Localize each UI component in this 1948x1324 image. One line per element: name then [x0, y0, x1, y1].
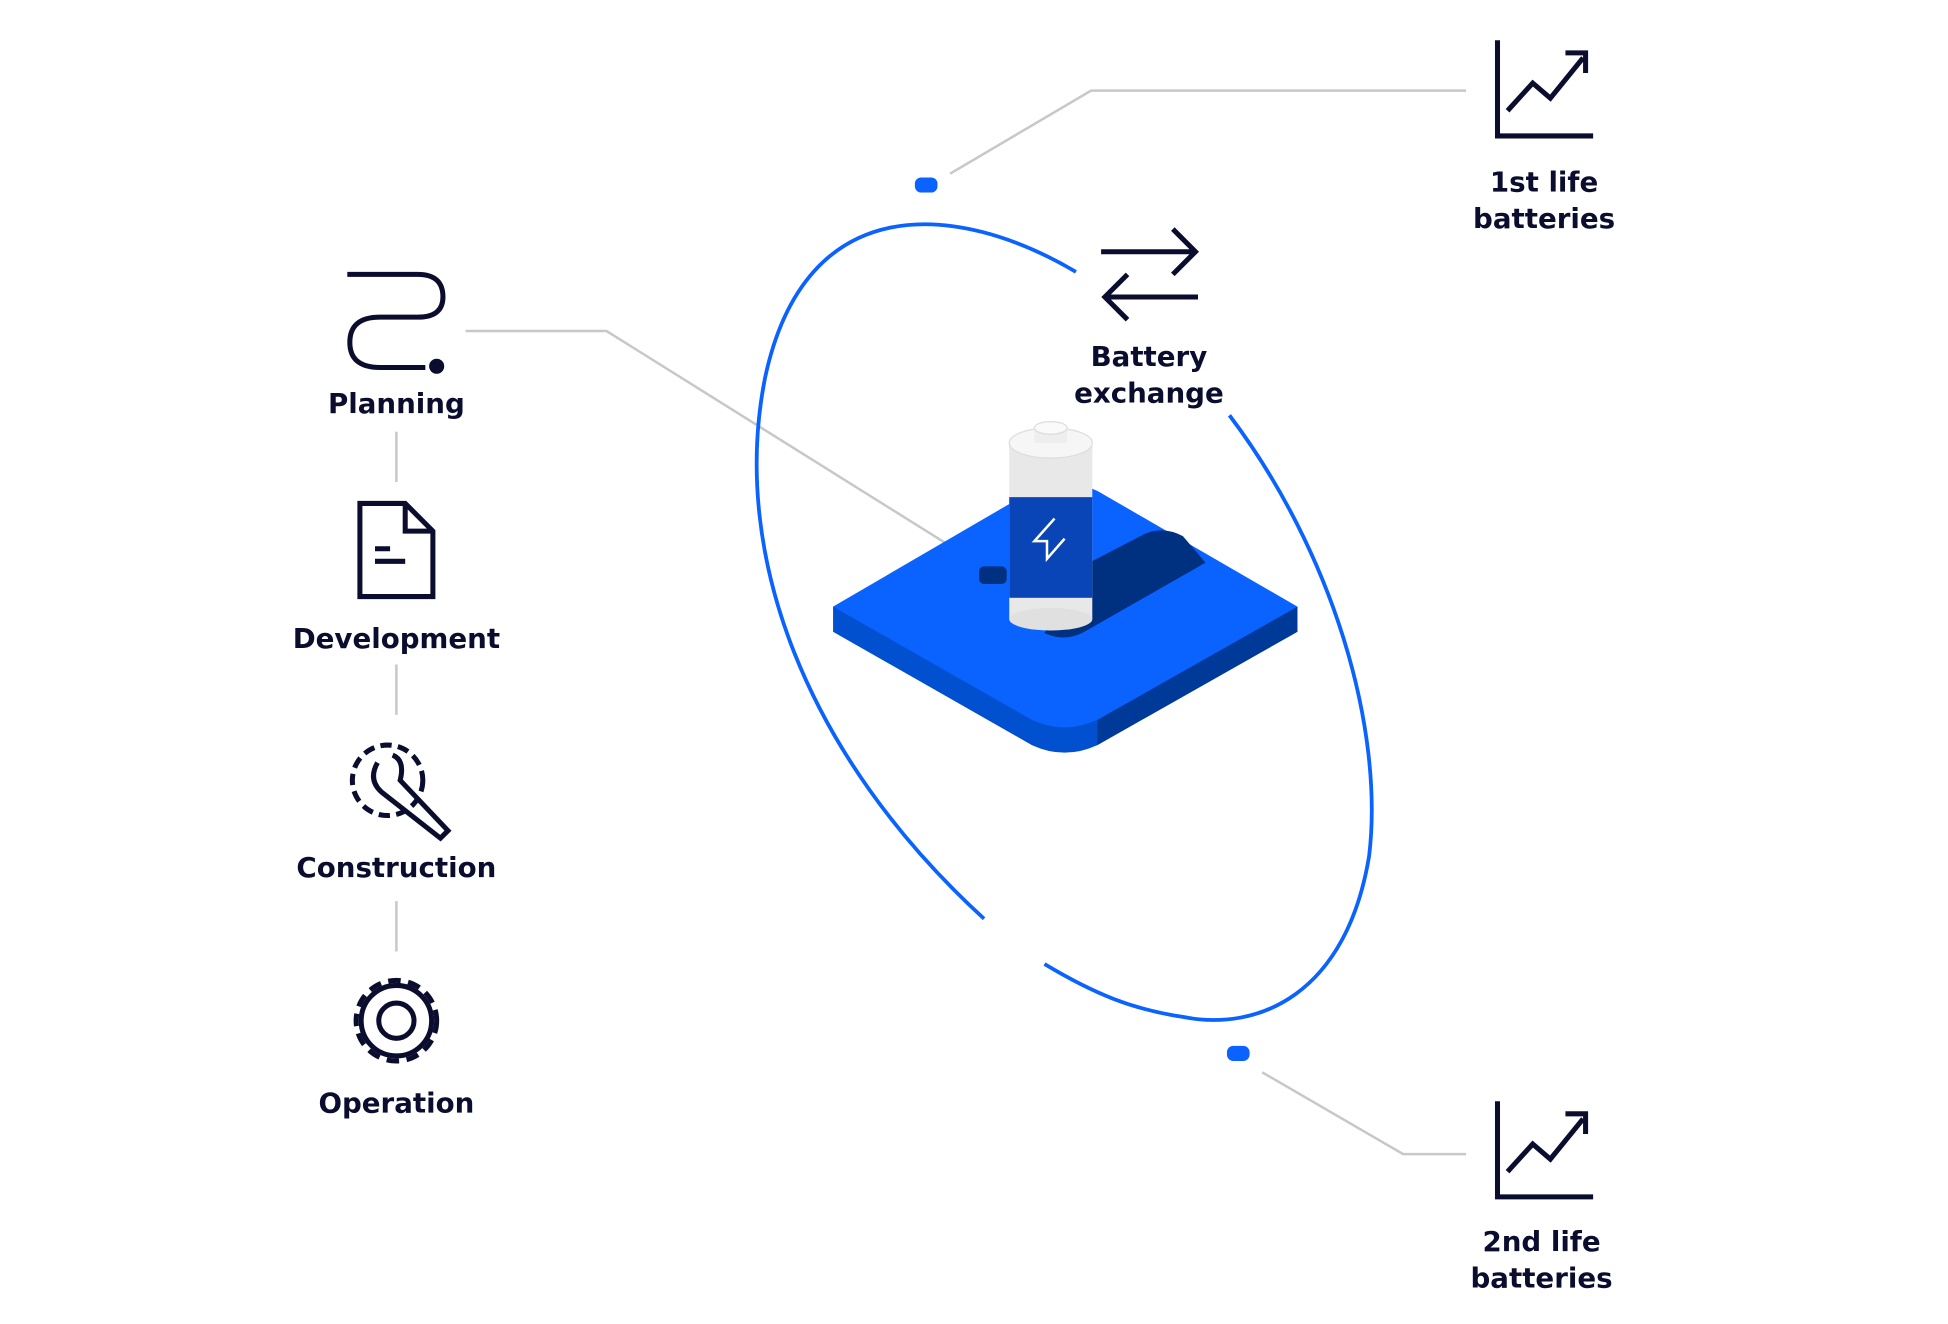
- battery-exchange: Battery exchange: [1074, 227, 1224, 410]
- stage-development: Development: [293, 500, 500, 655]
- stage-label: Operation: [318, 1087, 474, 1120]
- stage-label: Planning: [328, 387, 465, 420]
- orbit-arc-top: [754, 222, 1077, 921]
- gear-icon: [353, 977, 440, 1064]
- connector-first-life: [949, 89, 1467, 175]
- stage-planning: Planning: [328, 271, 465, 420]
- growth-chart-icon: [1494, 40, 1594, 139]
- stage-label: Construction: [296, 851, 496, 884]
- stage-construction: Construction: [296, 742, 496, 884]
- route-icon: [347, 271, 446, 371]
- connector-second-life: [1261, 1071, 1467, 1156]
- first-life-label-line2: batteries: [1473, 202, 1615, 235]
- battery-cell-illustration: [1008, 420, 1093, 631]
- second-life-batteries: 2nd life batteries: [1471, 1101, 1613, 1295]
- document-icon: [357, 500, 436, 600]
- battery-exchange-label-line2: exchange: [1074, 377, 1224, 410]
- gear-wrench-icon: [349, 742, 452, 842]
- stage-label: Development: [293, 622, 500, 655]
- orbit-marker-top: [914, 177, 938, 193]
- second-life-label-line2: batteries: [1471, 1262, 1613, 1295]
- growth-chart-icon: [1494, 1101, 1594, 1200]
- platform-port: [979, 566, 1007, 584]
- connector-planning: [465, 329, 974, 562]
- first-life-label-line1: 1st life: [1490, 165, 1598, 198]
- battery-exchange-label-line1: Battery: [1091, 340, 1208, 373]
- orbit-marker-bottom: [1226, 1045, 1250, 1061]
- first-life-batteries: 1st life batteries: [1473, 40, 1615, 235]
- second-life-label-line1: 2nd life: [1482, 1225, 1600, 1258]
- lightning-bolt-icon: [1031, 517, 1066, 563]
- swap-arrows-icon: [1101, 227, 1200, 322]
- orbit-arc-bottom: [1043, 414, 1374, 1022]
- stage-operation: Operation: [318, 977, 474, 1120]
